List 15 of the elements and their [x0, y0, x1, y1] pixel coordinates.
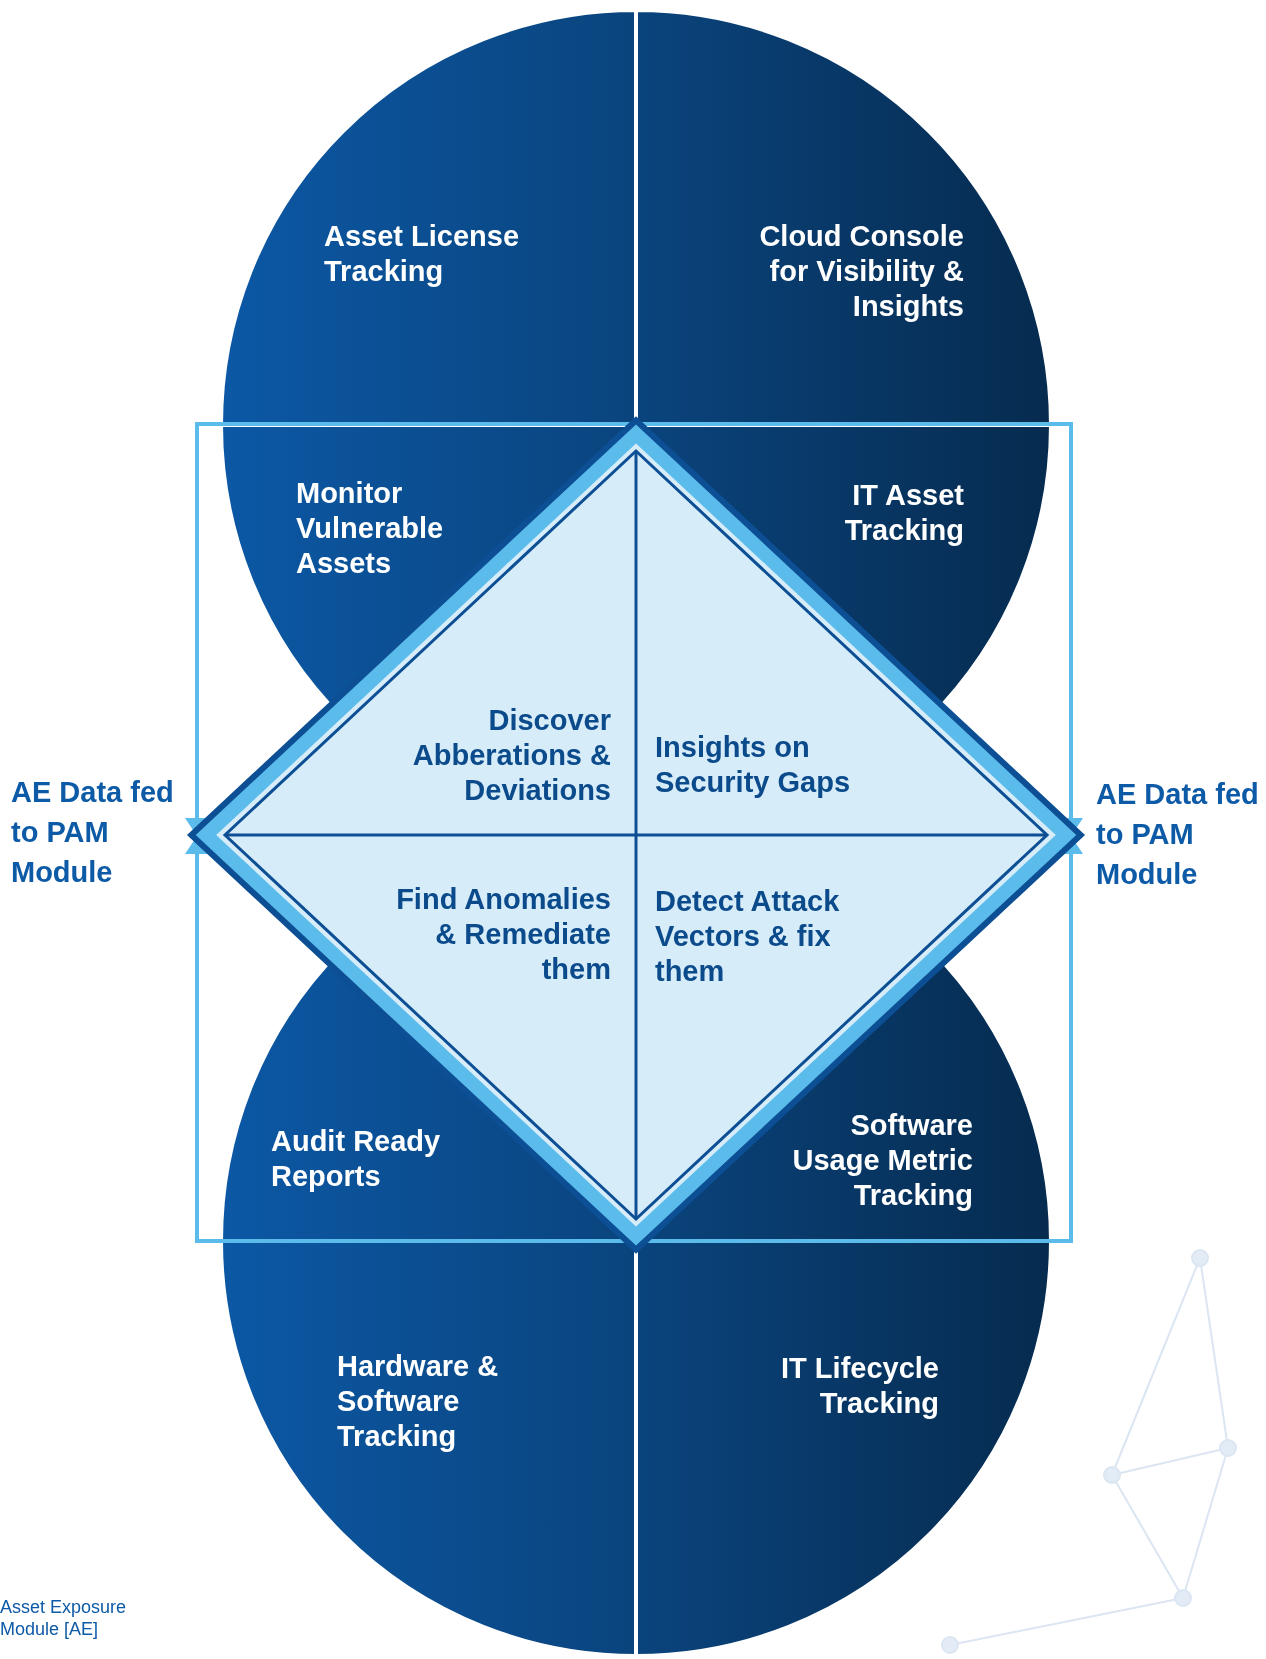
quadrant-label: Insights on Security Gaps	[655, 730, 895, 800]
caption: Asset Exposure Module [AE]	[0, 1596, 128, 1640]
quadrant-label: Discover Abberations & Deviations	[381, 703, 611, 808]
segment-label: Software Usage Metric Tracking	[773, 1108, 973, 1213]
segment-label: Monitor Vulnerable Assets	[296, 476, 496, 581]
segment-label: Audit Ready Reports	[271, 1124, 471, 1194]
segment-label: Cloud Console for Visibility & Insights	[744, 219, 964, 324]
segment-label: Asset License Tracking	[324, 219, 584, 289]
side-note: AE Data fed to PAM Module	[11, 775, 175, 890]
segment-label: IT Asset Tracking	[784, 478, 964, 548]
side-note: AE Data fed to PAM Module	[1096, 777, 1260, 892]
segment-label: IT Lifecycle Tracking	[739, 1351, 939, 1421]
quadrant-label: Detect Attack Vectors & fix them	[655, 884, 865, 989]
segment-label: Hardware & Software Tracking	[337, 1349, 512, 1454]
quadrant-label: Find Anomalies & Remediate them	[371, 882, 611, 987]
